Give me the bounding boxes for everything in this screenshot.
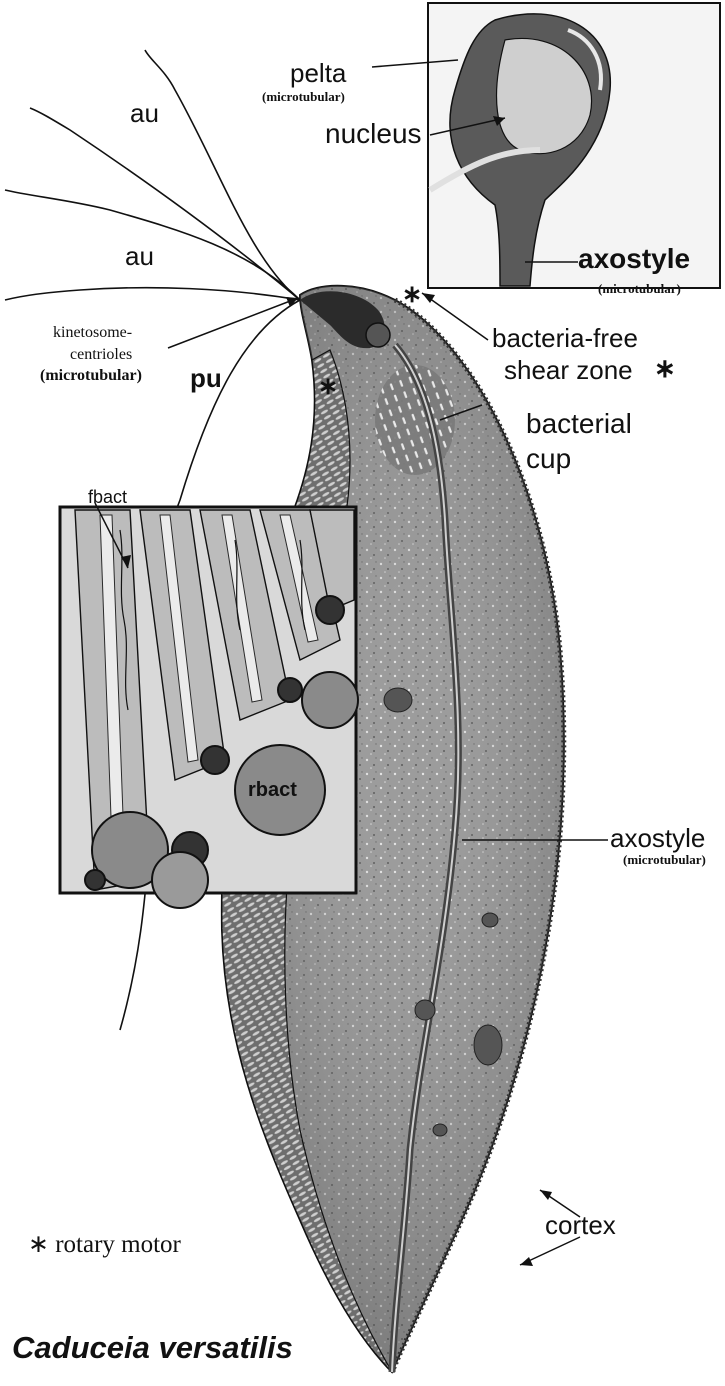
inset-bacteria bbox=[60, 507, 358, 908]
label-bacterial-2: cup bbox=[526, 445, 571, 473]
label-au-mid: au bbox=[125, 243, 154, 269]
label-pelta: pelta bbox=[290, 60, 346, 86]
legend-rotary-motor: ∗ rotary motor bbox=[28, 1232, 181, 1257]
label-kinetosome-2: centrioles bbox=[70, 347, 132, 363]
label-kinetosome-1: kinetosome- bbox=[53, 325, 132, 341]
label-pu: pu bbox=[190, 365, 222, 391]
figure-title: Caduceia versatilis bbox=[12, 1332, 293, 1363]
label-bacterial-1: bacterial bbox=[526, 410, 632, 438]
label-au-top: au bbox=[130, 100, 159, 126]
label-shear-1: bacteria-free bbox=[492, 325, 638, 351]
label-kinetosome-sub: (microtubular) bbox=[40, 368, 142, 384]
label-axostyle-body-sub: (microtubular) bbox=[623, 853, 706, 866]
label-rbact: rbact bbox=[248, 780, 297, 800]
label-axostyle-body: axostyle bbox=[610, 825, 705, 851]
label-nucleus: nucleus bbox=[325, 120, 422, 148]
label-shear-2: shear zone bbox=[504, 357, 633, 383]
anterior-flagellum-4 bbox=[5, 288, 300, 300]
label-star-shear-top: ∗ bbox=[402, 283, 422, 307]
label-pelta-sub: (microtubular) bbox=[262, 90, 345, 103]
anterior-flagellum-1 bbox=[145, 50, 300, 300]
label-axostyle-inset-sub: (microtubular) bbox=[598, 282, 681, 295]
label-star-shear: ∗ bbox=[654, 355, 676, 381]
label-star-motor: ∗ bbox=[318, 375, 338, 399]
label-cortex: cortex bbox=[545, 1212, 616, 1238]
label-fbact: fbact bbox=[88, 488, 127, 506]
label-axostyle-inset: axostyle bbox=[578, 245, 690, 273]
anterior-flagellum-2 bbox=[30, 108, 300, 300]
